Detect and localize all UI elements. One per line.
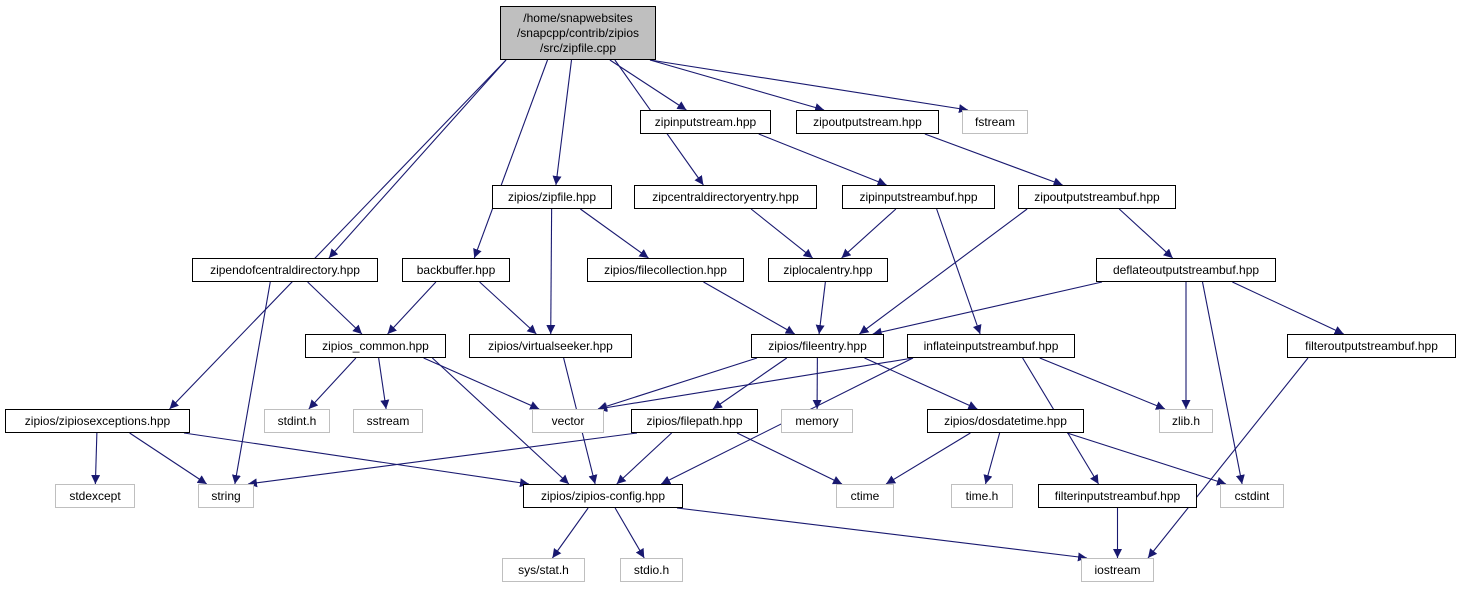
- edge-fileentry-to-filepath: [712, 357, 788, 410]
- node-zipiosexceptions[interactable]: zipios/zipiosexceptions.hpp: [5, 409, 190, 433]
- root-path-line-3: /src/zipfile.cpp: [539, 40, 617, 55]
- node-deflateout[interactable]: deflateoutputstreambuf.hpp: [1096, 258, 1276, 282]
- edge-fileentry-to-dosdatetime: [864, 357, 978, 410]
- edge-backbuffer-to-zipios_common: [387, 281, 437, 335]
- edge-zipfile_hpp-to-filecollection: [580, 208, 649, 259]
- node-stdint: stdint.h: [264, 409, 330, 433]
- edge-zipios_common-to-stdint: [308, 357, 357, 410]
- edge-backbuffer-to-virtualseeker: [479, 281, 537, 335]
- node-inflatein[interactable]: inflateinputstreambuf.hpp: [907, 334, 1075, 358]
- edge-zipoutputstreambuf-to-fileentry: [859, 208, 1028, 335]
- edge-zipendof-to-zipios_common: [307, 281, 363, 335]
- node-dosdatetime[interactable]: zipios/dosdatetime.hpp: [927, 409, 1084, 433]
- edge-zipios_common-to-sstream: [378, 357, 390, 410]
- edge-zipiosexceptions-to-config: [183, 432, 530, 488]
- node-timeh: time.h: [951, 484, 1013, 508]
- node-zlib: zlib.h: [1159, 409, 1213, 433]
- edge-root-to-backbuffer: [473, 59, 549, 259]
- edge-root-to-zipiosexceptions: [169, 59, 507, 410]
- edge-zipinputstreambuf-to-inflatein: [936, 208, 982, 335]
- edge-config-to-iostream: [676, 507, 1088, 562]
- edge-fileentry-to-vector: [597, 357, 758, 411]
- edge-zipiosexceptions-to-stdexcept: [91, 432, 101, 485]
- edge-zipoutputstreambuf-to-deflateout: [1118, 208, 1174, 259]
- edge-root-to-fstream: [649, 59, 969, 114]
- node-iostream: iostream: [1081, 558, 1154, 582]
- edge-zipiosexceptions-to-string: [129, 432, 208, 485]
- edge-inflatein-to-vector: [597, 357, 914, 413]
- edge-zipinputstream-to-zipinputstreambuf: [758, 133, 887, 186]
- node-zipoutputstreambuf[interactable]: zipoutputstreambuf.hpp: [1018, 185, 1176, 209]
- node-zipendof[interactable]: zipendofcentraldirectory.hpp: [192, 258, 378, 282]
- edge-filepath-to-config: [616, 432, 672, 485]
- node-fileentry[interactable]: zipios/fileentry.hpp: [751, 334, 884, 358]
- node-filecollection[interactable]: zipios/filecollection.hpp: [587, 258, 744, 282]
- edge-zipios_common-to-config: [432, 357, 570, 485]
- edge-ziplocalentry-to-fileentry: [815, 281, 826, 335]
- edge-filepath-to-string: [247, 432, 638, 488]
- node-zipinputstreambuf[interactable]: zipinputstreambuf.hpp: [842, 185, 995, 209]
- edge-config-to-sysstat: [551, 507, 589, 559]
- edge-root-to-zipfile_hpp: [552, 59, 573, 186]
- edge-deflateout-to-filteroutput: [1232, 281, 1344, 335]
- edge-inflatein-to-zlib: [1039, 357, 1166, 410]
- node-filepath[interactable]: zipios/filepath.hpp: [631, 409, 758, 433]
- node-ziplocalentry[interactable]: ziplocalentry.hpp: [768, 258, 888, 282]
- edge-filteroutput-to-iostream: [1147, 357, 1309, 559]
- node-sstream: sstream: [353, 409, 423, 433]
- node-zipcentral[interactable]: zipcentraldirectoryentry.hpp: [634, 185, 817, 209]
- edge-zipendof-to-string: [231, 281, 271, 485]
- node-string: string: [198, 484, 254, 508]
- node-config[interactable]: zipios/zipios-config.hpp: [523, 484, 683, 508]
- node-stdexcept: stdexcept: [55, 484, 135, 508]
- node-filterinput[interactable]: filterinputstreambuf.hpp: [1038, 484, 1197, 508]
- node-zipoutputstream[interactable]: zipoutputstream.hpp: [796, 110, 939, 134]
- node-stdio: stdio.h: [620, 558, 683, 582]
- edge-config-to-stdio: [614, 507, 645, 559]
- node-backbuffer[interactable]: backbuffer.hpp: [402, 258, 510, 282]
- edge-root-to-zipoutputstream: [649, 59, 825, 112]
- edge-root-to-zipendof: [328, 59, 507, 259]
- edge-zipinputstreambuf-to-ziplocalentry: [841, 208, 897, 259]
- edge-zipios_common-to-vector: [423, 357, 540, 410]
- node-sysstat: sys/stat.h: [502, 558, 585, 582]
- node-vector: vector: [532, 409, 604, 433]
- edge-deflateout-to-cstdint: [1201, 281, 1245, 485]
- edge-dosdatetime-to-ctime: [885, 432, 971, 485]
- edge-zipfile_hpp-to-virtualseeker: [546, 208, 556, 335]
- node-zipfile-hpp[interactable]: zipios/zipfile.hpp: [492, 185, 612, 209]
- edge-filecollection-to-fileentry: [703, 281, 795, 335]
- root-path-line-1: /home/snapwebsites: [523, 10, 633, 25]
- node-filteroutput[interactable]: filteroutputstreambuf.hpp: [1287, 334, 1456, 358]
- node-zipios-common[interactable]: zipios_common.hpp: [305, 334, 446, 358]
- node-memory: memory: [781, 409, 853, 433]
- edge-deflateout-to-fileentry: [872, 281, 1103, 337]
- edge-root-to-zipinputstream: [609, 59, 687, 111]
- node-ctime: ctime: [836, 484, 894, 508]
- node-fstream: fstream: [962, 110, 1028, 134]
- edge-zipcentral-to-ziplocalentry: [750, 208, 813, 259]
- edge-zipoutputstream-to-zipoutputstreambuf: [924, 133, 1063, 187]
- edge-dosdatetime-to-cstdint: [1066, 432, 1227, 486]
- root-file-node[interactable]: /home/snapwebsites /snapcpp/contrib/zipi…: [500, 6, 656, 60]
- node-zipinputstream[interactable]: zipinputstream.hpp: [640, 110, 771, 134]
- root-path-line-2: /snapcpp/contrib/zipios: [516, 25, 640, 40]
- node-cstdint: cstdint: [1220, 484, 1284, 508]
- edge-filepath-to-ctime: [736, 432, 843, 485]
- node-virtualseeker[interactable]: zipios/virtualseeker.hpp: [469, 334, 632, 358]
- edge-dosdatetime-to-timeh: [983, 432, 1001, 485]
